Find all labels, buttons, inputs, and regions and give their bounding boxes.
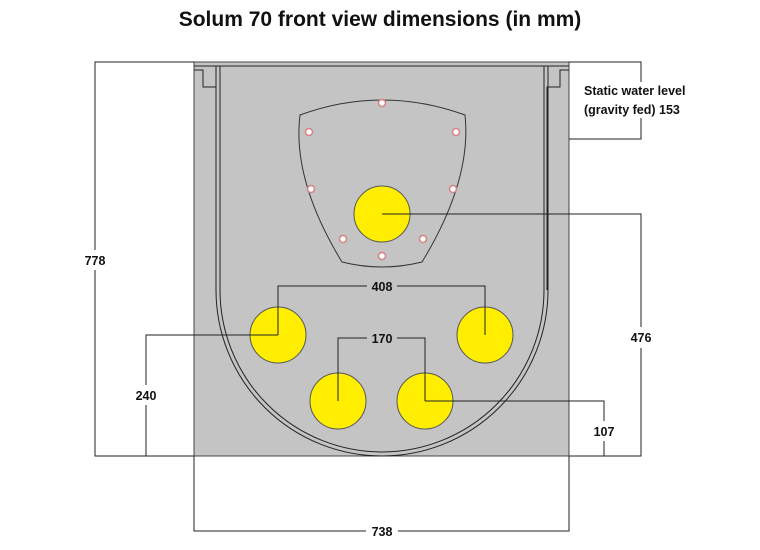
bottom-port-spacing-line [337,337,426,401]
side-port-spacing-label: 408 [372,280,393,294]
inner-wall-inner [219,66,545,453]
bolt-holes [304,98,461,261]
static-water-label-1: Static water level [584,84,685,98]
bolt-hole [338,234,348,244]
bolt-hole [377,251,387,261]
bolt-hole [448,184,458,194]
low-port-height-label: 240 [136,389,157,403]
bolt-hole [451,127,461,137]
top-port-height-label: 476 [631,331,652,345]
bottom-port-dim-line [425,400,605,456]
width-total-dim-line [193,456,570,532]
diagram-title: Solum 70 front view dimensions (in mm) [178,8,582,31]
bolt-hole [304,127,314,137]
width-total-label: 738 [372,525,393,539]
bolt-hole [377,98,387,108]
bolt-hole [306,184,316,194]
right-rim-step [546,69,569,290]
bolt-hole [418,234,428,244]
static-water-label-2: (gravity fed) 153 [584,103,680,117]
low-port-dim-line [145,334,278,457]
side-port-spacing-line [277,285,486,335]
bottom-port-spacing-label: 170 [372,332,393,346]
inner-wall-outer [215,66,549,457]
flange-plate [298,99,467,268]
static-water-dim-line [569,61,642,140]
bottom-port-height-label: 107 [594,425,615,439]
top-port-dim-line [382,213,642,457]
height-total-label: 778 [85,254,106,268]
